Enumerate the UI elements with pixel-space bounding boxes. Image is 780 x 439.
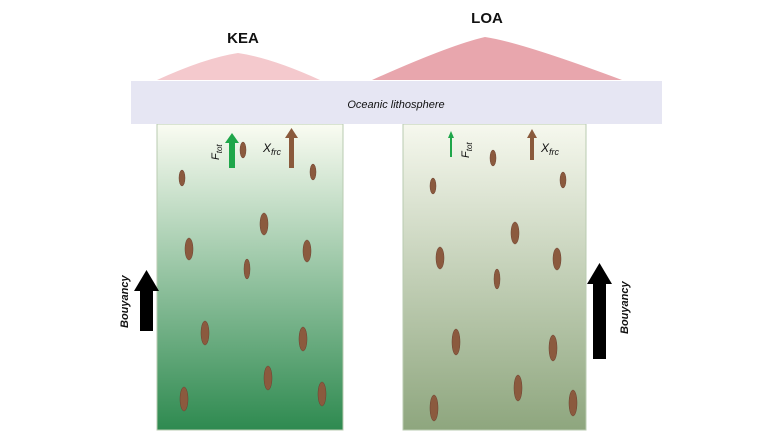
melt-blobs xyxy=(178,141,578,422)
melt-blob xyxy=(309,163,317,181)
melt-blob xyxy=(302,239,312,263)
loa-xfrc-label: Xfrc xyxy=(540,141,560,157)
melt-blob xyxy=(317,381,327,407)
kea-xfrc-arrow xyxy=(285,128,298,168)
melt-blob xyxy=(548,334,558,362)
oceanic-lithosphere xyxy=(131,81,662,124)
melt-blob xyxy=(559,171,567,189)
melt-blob xyxy=(429,394,439,422)
kea-ftot-label: Ftot xyxy=(210,144,224,160)
kea-label: KEA xyxy=(227,30,259,47)
kea-xfrc-label: Xfrc xyxy=(262,141,282,157)
melt-blob xyxy=(552,247,562,271)
kea-volcano xyxy=(157,53,320,80)
melt-blob xyxy=(263,365,273,391)
melt-blob xyxy=(429,177,437,195)
melt-blob xyxy=(510,221,520,245)
lithosphere-label: Oceanic lithosphere xyxy=(347,99,444,111)
melt-blob xyxy=(568,389,578,417)
loa-ftot-label: Ftot xyxy=(460,142,474,158)
melt-blob xyxy=(489,149,497,167)
melt-blob xyxy=(179,386,189,412)
melt-blob xyxy=(259,212,269,236)
loa-xfrc-arrow xyxy=(527,129,537,160)
melt-blob xyxy=(178,169,186,187)
kea-buoyancy-label: Bouyancy xyxy=(119,275,131,328)
kea-ftot-arrow xyxy=(225,133,239,168)
melt-blob xyxy=(451,328,461,356)
kea-buoyancy-arrow xyxy=(134,270,159,331)
melt-blob xyxy=(298,326,308,352)
melt-blob xyxy=(239,141,247,159)
melt-blob xyxy=(513,374,523,402)
loa-ftot-arrow xyxy=(448,131,454,157)
melt-blob xyxy=(493,268,501,290)
melt-blob xyxy=(435,246,445,270)
loa-buoyancy-arrow xyxy=(587,263,612,359)
melt-blob xyxy=(243,258,251,280)
melt-blob xyxy=(200,320,210,346)
loa-volcano xyxy=(372,37,622,80)
melt-blob xyxy=(184,237,194,261)
loa-label: LOA xyxy=(471,10,503,27)
loa-buoyancy-label: Bouyancy xyxy=(619,281,631,334)
